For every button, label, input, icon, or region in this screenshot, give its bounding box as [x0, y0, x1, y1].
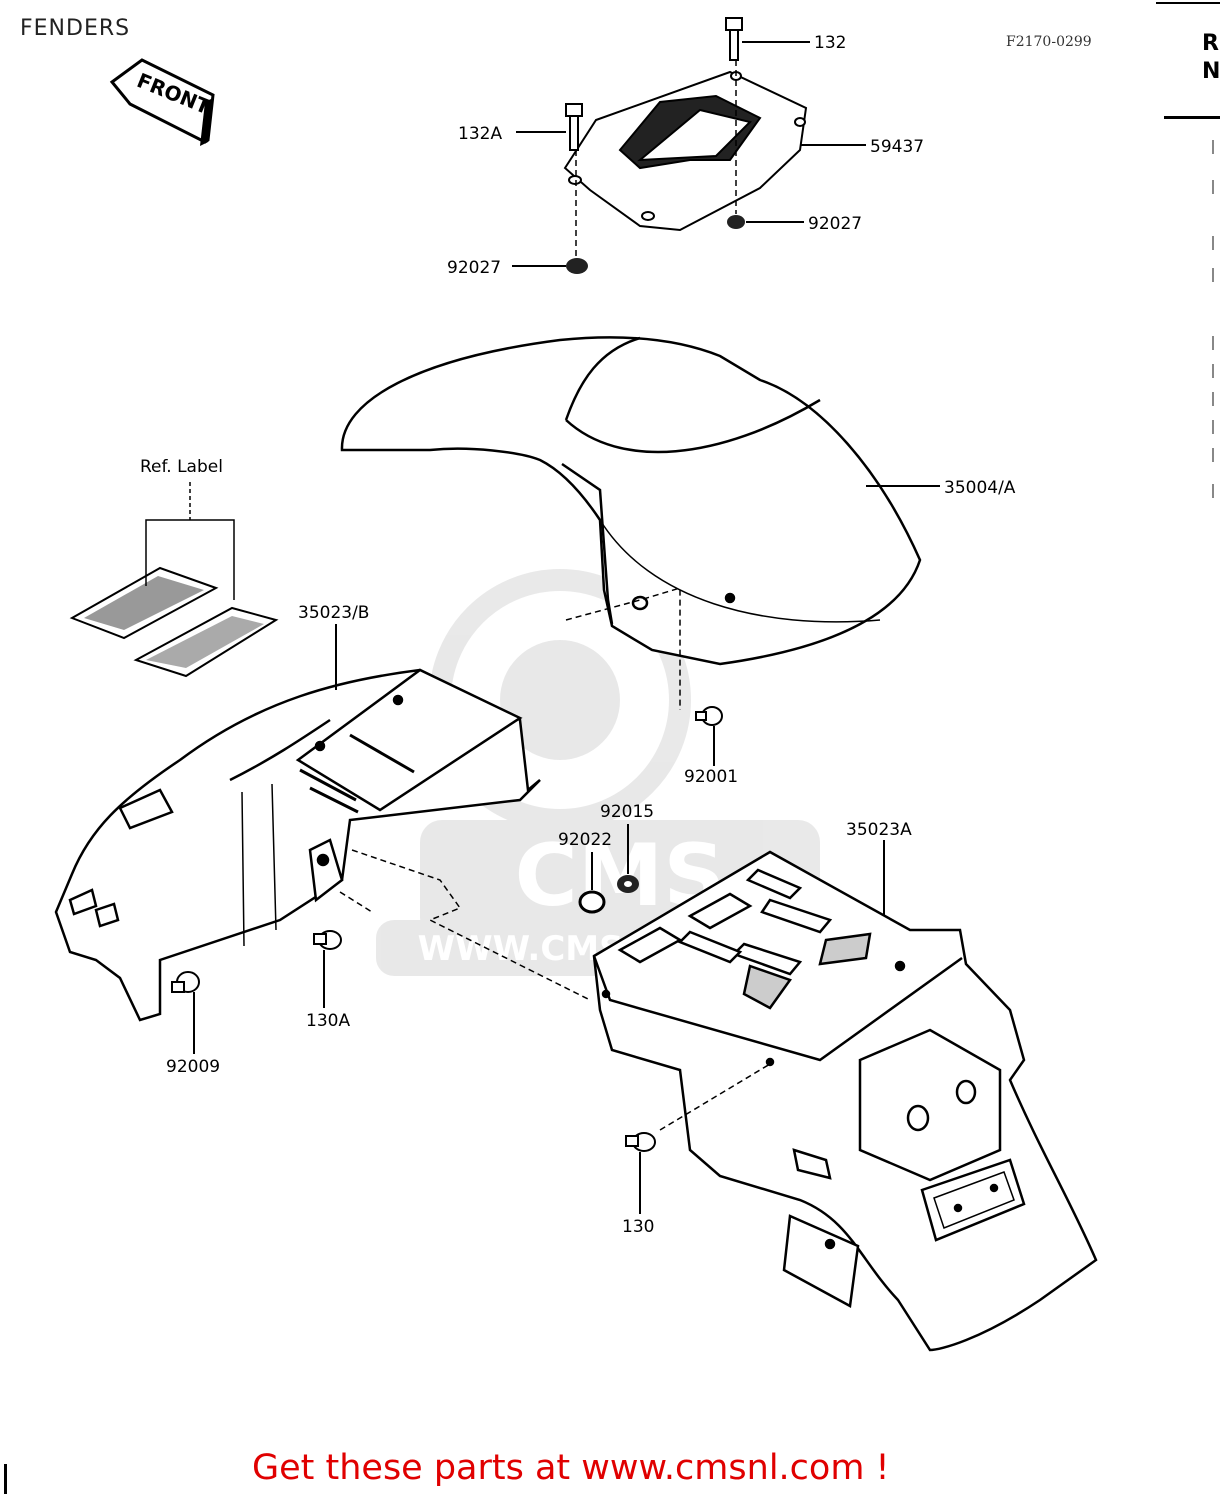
nut-92027-left-icon — [566, 258, 588, 274]
side-panel-mark — [1212, 180, 1220, 194]
callout-130a: 130A — [306, 1011, 350, 1031]
side-header-r: R — [1202, 31, 1219, 56]
part-rear-fender-35023b — [54, 668, 541, 1022]
callout-92022: 92022 — [558, 830, 612, 850]
bolt-130-icon — [625, 1132, 656, 1152]
callout-132: 132 — [814, 33, 846, 53]
side-panel-rule — [1164, 116, 1220, 119]
callout-59437: 59437 — [870, 137, 924, 157]
callout-92027-left: 92027 — [447, 258, 501, 278]
callout-132a: 132A — [458, 124, 502, 144]
bolt-132a-icon — [565, 103, 583, 151]
callout-92009: 92009 — [166, 1057, 220, 1077]
front-arrow-icon: FRONT — [109, 58, 215, 146]
part-rear-fender-35023a — [592, 850, 1098, 1352]
left-edge-marker — [4, 1464, 7, 1494]
side-panel-mark — [1212, 484, 1220, 498]
side-panel-mark — [1212, 268, 1220, 282]
side-header-n: N — [1202, 59, 1220, 84]
ref-label-icon — [69, 566, 279, 678]
bolt-130a-icon — [313, 930, 342, 950]
side-panel-mark — [1212, 140, 1220, 154]
callout-35023b: 35023/B — [298, 603, 369, 623]
part-front-fender-35004a — [340, 336, 922, 666]
side-panel-header: R N — [1202, 30, 1220, 86]
callout-92001: 92001 — [684, 767, 738, 787]
side-panel-mark — [1212, 364, 1220, 378]
callout-35023a: 35023A — [846, 820, 912, 840]
bolt-132-icon — [725, 17, 743, 61]
side-panel-mark — [1212, 336, 1220, 350]
callout-35004a: 35004/A — [944, 478, 1016, 498]
rear-fender-guides — [339, 849, 591, 1001]
bolt-92001-icon — [695, 706, 723, 726]
page-title: FENDERS — [20, 16, 131, 41]
watermark-logo-center — [500, 640, 620, 760]
rear-fender-a-guides — [659, 1063, 771, 1131]
fenders-exploded-diagram: CMS WWW.CMSNL.COM FRONT — [54, 17, 1098, 1352]
leader-lines — [193, 41, 940, 1214]
ref-label-bracket — [145, 482, 235, 600]
callout-ref-label: Ref. Label — [140, 457, 223, 477]
bolt-92009-icon — [171, 971, 200, 993]
side-panel-mark — [1212, 236, 1220, 250]
side-panel-mark — [1212, 448, 1220, 462]
washer-92022-icon — [578, 890, 606, 914]
diagram-ref-code: F2170-0299 — [1006, 34, 1092, 50]
callout-92027-right: 92027 — [808, 214, 862, 234]
footer-promo-link[interactable]: Get these parts at www.cmsnl.com ! — [252, 1448, 890, 1488]
side-panel-top-rule — [1156, 2, 1220, 4]
part-cover-59437 — [563, 70, 808, 232]
top-cover-guides — [575, 60, 737, 258]
callout-92015: 92015 — [600, 802, 654, 822]
nut-92015-icon — [617, 875, 639, 893]
side-panel-mark — [1212, 420, 1220, 434]
nut-92027-right-icon — [727, 215, 745, 229]
callout-130: 130 — [622, 1217, 654, 1237]
side-panel-mark — [1212, 392, 1220, 406]
